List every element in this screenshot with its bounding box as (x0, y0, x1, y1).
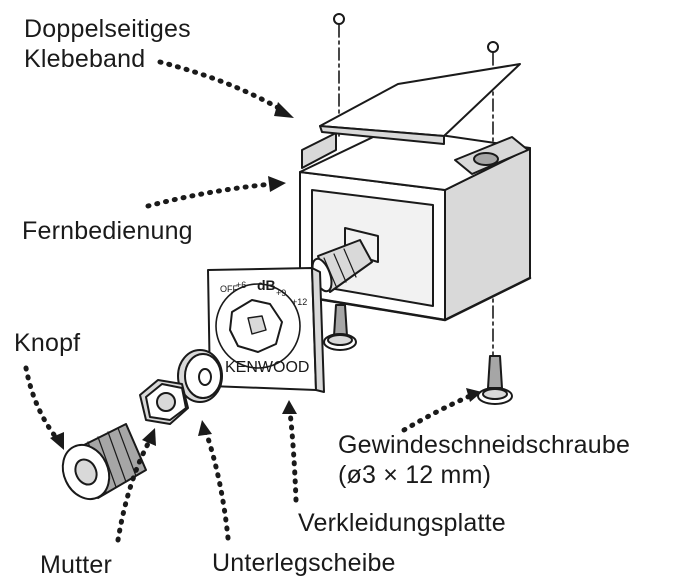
label-adhesive-tape-line-1: Doppelseitiges (24, 15, 191, 43)
cover-plate (207, 267, 325, 393)
plate-mark-step-3: +12 (292, 297, 307, 307)
leader-arrowheads (50, 102, 482, 450)
washer (177, 349, 223, 403)
knob (61, 423, 147, 501)
label-knob: Knopf (14, 329, 81, 357)
label-cover-plate: Verkleidungsplatte (298, 509, 506, 537)
label-tapping-screw: Gewindeschneidschraube (ø3 × 12 mm) (338, 430, 630, 490)
tapping-screw-right (477, 355, 513, 405)
label-adhesive-tape-line-2: Klebeband (24, 45, 146, 73)
cover-plate-markings: OFF +6 dB +9 +12 KENWOOD (220, 277, 309, 376)
plate-mark-unit: dB (257, 277, 276, 293)
hex-nut (139, 379, 189, 425)
label-nut: Mutter (40, 551, 113, 579)
remote-control-housing (298, 127, 532, 322)
right-screw-axis (487, 41, 499, 356)
label-remote-control: Fernbedienung (22, 217, 193, 245)
leader-lines (23, 59, 473, 543)
adhesive-tape-sheet (319, 63, 521, 145)
label-washer: Unterlegscheibe (212, 549, 396, 577)
plate-mark-off: OFF (220, 284, 238, 294)
label-tapping-screw-line-2: (ø3 × 12 mm) (338, 461, 492, 489)
label-tapping-screw-line-1: Gewindeschneidschraube (338, 431, 631, 459)
plate-mark-step-1: +6 (236, 280, 246, 290)
label-adhesive-tape: Doppelseitiges Klebeband (24, 14, 191, 74)
tapping-screw-left (323, 304, 357, 351)
plate-mark-step-2: +9 (276, 288, 286, 298)
plate-brand-logo: KENWOOD (225, 359, 309, 376)
